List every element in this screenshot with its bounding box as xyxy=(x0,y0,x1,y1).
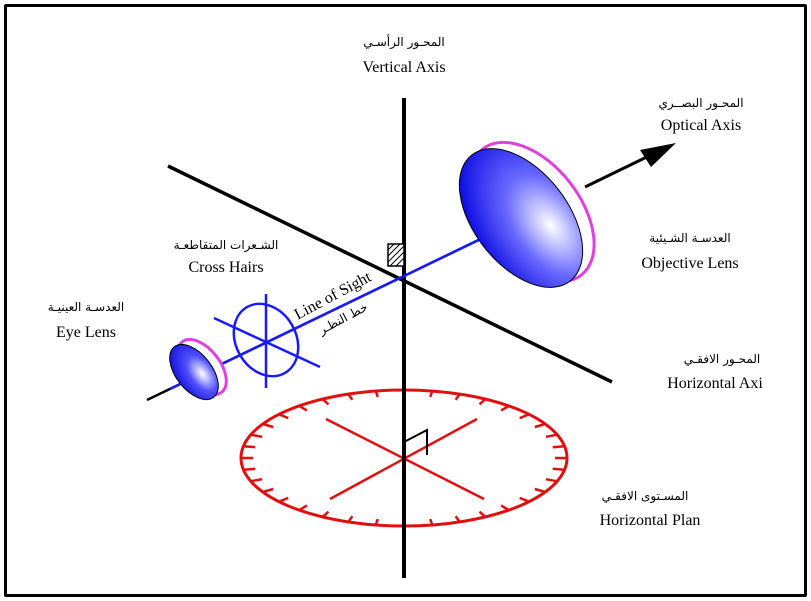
plane-tick xyxy=(534,487,546,494)
intersection-marker xyxy=(387,243,405,267)
plane-tick xyxy=(321,510,330,518)
plane-tick xyxy=(519,496,530,503)
plane-tick xyxy=(250,433,263,439)
plane-tick xyxy=(347,393,354,401)
eye-lens-label: Eye Lens xyxy=(56,324,116,341)
plane-tick xyxy=(478,510,487,518)
cross-hairs-label: Cross Hairs xyxy=(188,259,263,276)
horizontal-axis-line xyxy=(167,164,613,384)
eye-lens xyxy=(169,337,228,401)
plane-tick xyxy=(454,393,461,401)
objective-lens-label-ar: العدسـة الشـيئية xyxy=(649,231,730,245)
optical-axis-front xyxy=(584,151,656,189)
plane-tick xyxy=(545,477,558,483)
right-angle-marker xyxy=(403,428,428,455)
plane-tick xyxy=(347,515,354,523)
plane-tick xyxy=(243,444,256,449)
frame-border xyxy=(4,4,807,597)
plane-tick xyxy=(298,404,308,412)
vertical-axis-label: Vertical Axis xyxy=(362,59,445,76)
plane-tick xyxy=(478,398,487,406)
horizontal-axis-label-ar: المحـور الافقـي xyxy=(684,352,761,367)
vertical-axis-label-ar: المحـور الرأسـي xyxy=(363,34,445,50)
plane-tick xyxy=(552,467,565,472)
plane-tick xyxy=(545,433,558,439)
horizontal-plan-label-ar: المسـتوى الافقـي xyxy=(602,489,689,504)
plane-tick xyxy=(278,413,289,420)
eye-lens-label-ar: العدسـة العينيـة xyxy=(48,300,125,314)
plane-tick xyxy=(429,518,434,526)
horizontal-axis-label: Horizontal Axi xyxy=(667,375,763,392)
plane-tick xyxy=(262,422,274,429)
plane-tick xyxy=(374,518,379,526)
plane-tick xyxy=(552,444,565,449)
optical-axis-arrowhead xyxy=(640,143,676,167)
horizontal-plan-label: Horizontal Plan xyxy=(600,512,701,529)
plane-tick xyxy=(321,398,330,406)
plane-tick xyxy=(243,467,256,472)
plane-tick xyxy=(500,504,510,512)
plane-tick xyxy=(262,487,274,494)
plane-tick xyxy=(500,404,510,412)
optical-axis-label: Optical Axis xyxy=(661,117,741,134)
plane-tick xyxy=(374,390,379,398)
optical-axis-label-ar: المحـور البصــري xyxy=(658,96,743,111)
plane-tick xyxy=(278,496,289,503)
cross-hairs xyxy=(213,294,321,388)
plane-tick xyxy=(250,477,263,483)
plane-tick xyxy=(519,413,530,420)
plane-tick xyxy=(429,390,434,398)
line-of-sight-line xyxy=(169,218,521,391)
objective-lens xyxy=(458,140,596,288)
plane-tick xyxy=(534,422,546,429)
cross-hairs-label-ar: الشـعرات المتقاطعـة xyxy=(174,238,279,253)
plane-tick xyxy=(298,504,308,512)
objective-lens-label: Objective Lens xyxy=(641,255,738,272)
plane-tick xyxy=(454,515,461,523)
